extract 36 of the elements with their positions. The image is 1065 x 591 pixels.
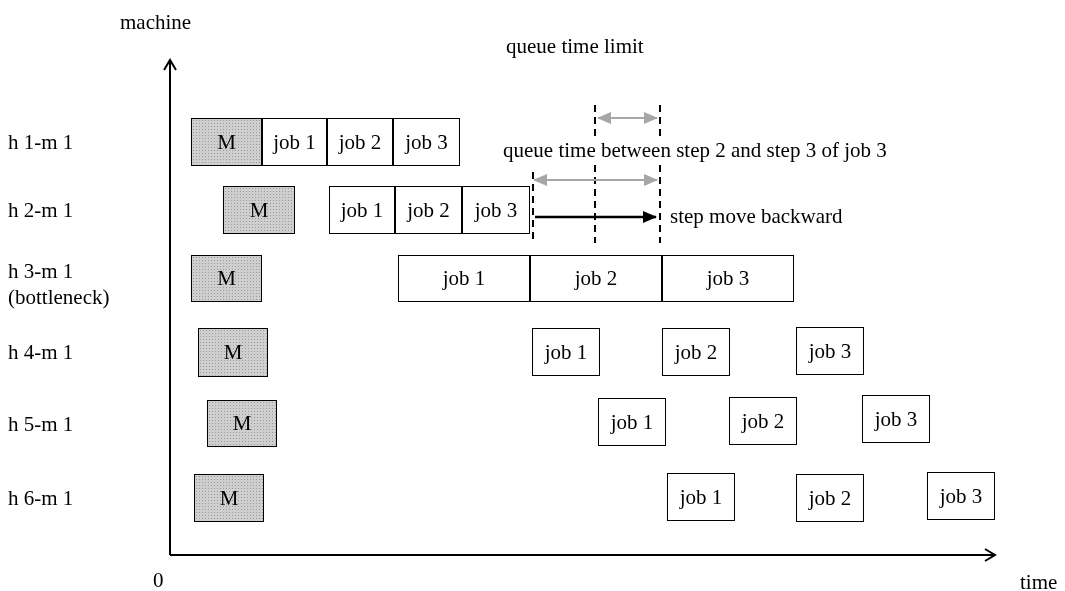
row-label: h 3-m 1 (bottleneck) (8, 258, 111, 310)
job-block: job 3 (927, 472, 995, 520)
row-label: h 6-m 1 (8, 486, 74, 510)
annotation: step move backward (670, 204, 843, 228)
job-block: job 3 (862, 395, 930, 443)
job-block: job 2 (662, 328, 730, 376)
job-block: job 2 (395, 186, 462, 234)
axis-label: time (1020, 570, 1058, 591)
job-block: job 1 (398, 255, 530, 302)
axis-label: machine (120, 10, 192, 34)
job-block: job 2 (729, 397, 797, 445)
row-label: h 1-m 1 (8, 130, 74, 154)
job-block: job 1 (667, 473, 735, 521)
annotation: queue time limit (506, 34, 644, 58)
job-block: job 1 (262, 118, 327, 166)
maintenance-block: M (194, 474, 264, 522)
job-block: job 2 (796, 474, 864, 522)
job-block: job 1 (598, 398, 666, 446)
axis-tick-label: 0 (153, 568, 164, 591)
job-block: job 3 (662, 255, 794, 302)
job-block: job 3 (393, 118, 460, 166)
maintenance-block: M (207, 400, 277, 447)
row-label: h 5-m 1 (8, 412, 74, 436)
maintenance-block: M (223, 186, 295, 234)
maintenance-block: M (191, 255, 262, 302)
job-block: job 2 (530, 255, 662, 302)
row-label: h 2-m 1 (8, 198, 74, 222)
maintenance-block: M (198, 328, 268, 377)
job-block: job 1 (532, 328, 600, 376)
job-block: job 3 (796, 327, 864, 375)
annotation: queue time between step 2 and step 3 of job 3 (503, 138, 887, 162)
row-label: h 4-m 1 (8, 340, 74, 364)
job-block: job 3 (462, 186, 530, 234)
job-block: job 1 (329, 186, 395, 234)
maintenance-block: M (191, 118, 262, 166)
job-block: job 2 (327, 118, 393, 166)
